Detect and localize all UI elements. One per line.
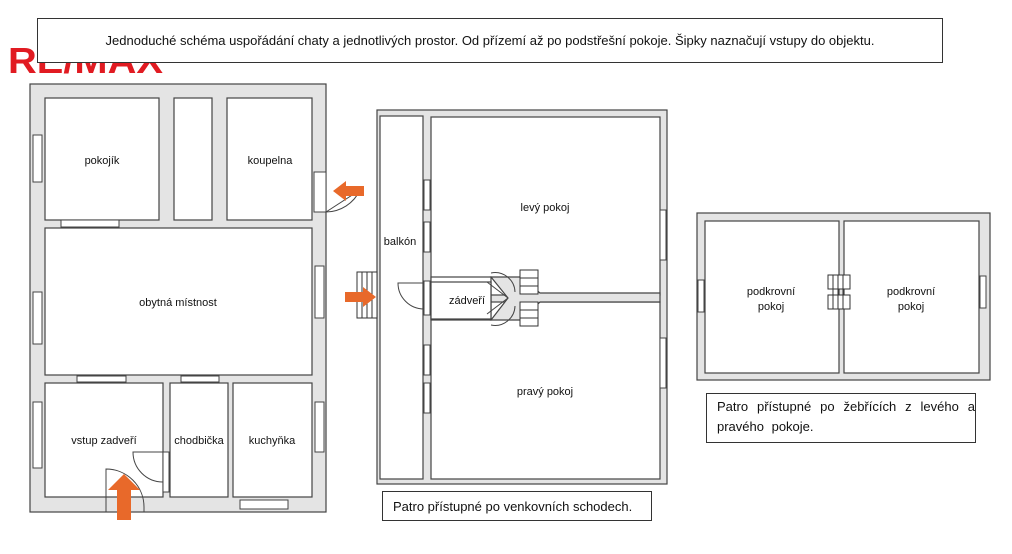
window bbox=[659, 337, 667, 389]
room-label: levý pokoj bbox=[521, 202, 570, 214]
room-label: pravý pokoj bbox=[517, 386, 573, 398]
room-label: zádveří bbox=[449, 295, 485, 307]
ladder-icon bbox=[827, 274, 851, 290]
stairs bbox=[519, 269, 539, 295]
entry-arrow-icon bbox=[108, 474, 140, 520]
window bbox=[423, 221, 431, 253]
room-label: koupelna bbox=[248, 155, 294, 167]
room-balkon bbox=[379, 115, 424, 480]
window bbox=[32, 291, 43, 345]
door-frame bbox=[162, 451, 170, 493]
ladder-icon bbox=[827, 294, 851, 310]
door-frame bbox=[423, 280, 431, 316]
door-swing bbox=[486, 281, 509, 315]
window bbox=[32, 134, 43, 183]
room-koupelna bbox=[226, 97, 313, 221]
entry-arrow-icon bbox=[345, 287, 376, 307]
door-swing bbox=[105, 468, 145, 513]
stairs bbox=[519, 301, 539, 327]
door-swing bbox=[397, 282, 425, 310]
entry-arrow-icon bbox=[333, 181, 364, 201]
window bbox=[423, 179, 431, 211]
room-obytna bbox=[44, 227, 313, 376]
room-label: pokojík bbox=[85, 155, 120, 167]
window bbox=[76, 375, 127, 383]
room-levy bbox=[430, 116, 661, 296]
room-label: podkrovní bbox=[747, 286, 795, 298]
room-label: chodbička bbox=[174, 435, 224, 447]
upper-floor-note: Patro přístupné po venkovních schodech. bbox=[382, 491, 652, 521]
attic-note: Patro přístupné po žebřících z levého a … bbox=[706, 393, 976, 443]
door-frame bbox=[313, 171, 327, 213]
window bbox=[239, 499, 289, 510]
room-podkrovni-right bbox=[843, 220, 980, 374]
room-chodbicka bbox=[169, 382, 229, 498]
room-label: pokoj bbox=[758, 301, 784, 313]
attic-floor: podkrovní pokoj podkrovní pokoj bbox=[696, 212, 991, 381]
room-label: balkón bbox=[384, 236, 416, 248]
room-pravy bbox=[430, 301, 661, 480]
door-swing bbox=[490, 272, 516, 293]
window bbox=[659, 209, 667, 261]
room-label: kuchyňka bbox=[249, 435, 296, 447]
window bbox=[979, 275, 987, 309]
title-box: Jednoduché schéma uspořádání chaty a jed… bbox=[37, 18, 943, 63]
window bbox=[423, 382, 431, 414]
room-label: vstup zadveří bbox=[71, 435, 136, 447]
room-label: obytná místnost bbox=[139, 297, 217, 309]
upper-floor: balkón levý pokoj zádveří pravý pokoj bbox=[345, 109, 668, 485]
window bbox=[314, 401, 325, 453]
window bbox=[180, 375, 220, 383]
door-swing bbox=[132, 451, 164, 483]
ground-floor: pokojík koupelna obytná místnost vstup z… bbox=[29, 83, 364, 520]
window bbox=[32, 401, 43, 469]
room-kuchynka bbox=[232, 382, 313, 498]
upper-floor-note-text: Patro přístupné po venkovních schodech. bbox=[393, 499, 633, 514]
room-vstup bbox=[44, 382, 164, 498]
window bbox=[697, 279, 705, 313]
window bbox=[423, 344, 431, 376]
title-text: Jednoduché schéma uspořádání chaty a jed… bbox=[105, 33, 875, 48]
room-label: podkrovní bbox=[887, 286, 935, 298]
door-swing bbox=[490, 305, 516, 326]
window bbox=[60, 219, 120, 228]
room-label: pokoj bbox=[898, 301, 924, 313]
window bbox=[314, 265, 325, 319]
room-podkrovni-left bbox=[704, 220, 840, 374]
attic-note-text: Patro přístupné po žebřících z levého a … bbox=[717, 399, 975, 434]
room-closet bbox=[173, 97, 213, 221]
